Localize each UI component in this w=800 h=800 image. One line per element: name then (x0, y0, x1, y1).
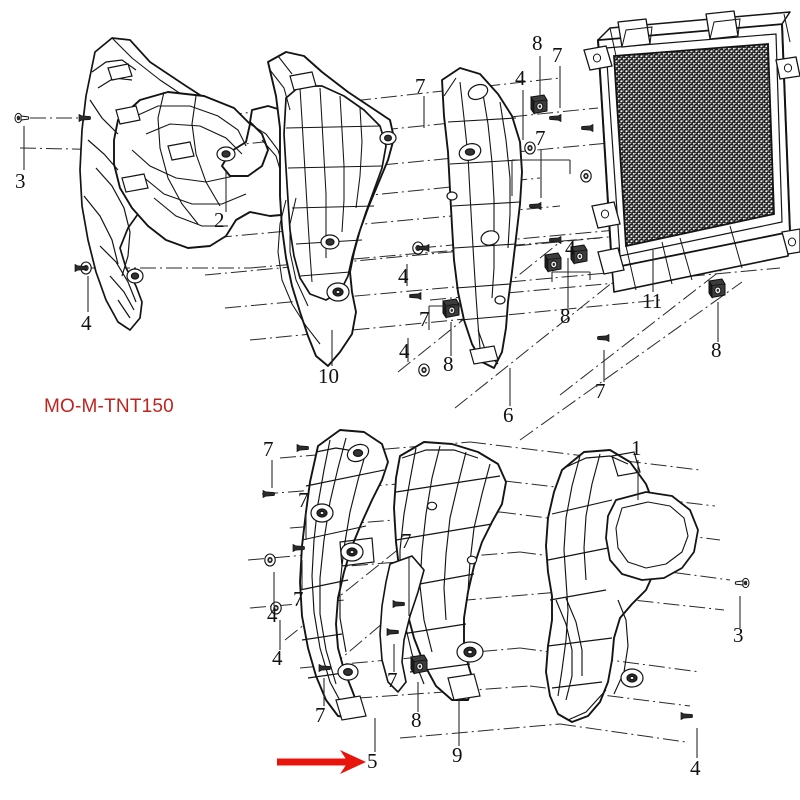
callout-ref-10: 10 (318, 364, 339, 388)
screw-7-j (262, 490, 275, 498)
screw-7-a (549, 114, 562, 122)
callout-ref-9: 9 (452, 743, 463, 767)
callout-ref-7-lower-f: 7 (401, 529, 412, 553)
red-pointer-arrow (277, 750, 366, 774)
clip-8-radright (708, 278, 726, 298)
callout-ref-4-radiator: 4 (565, 236, 576, 260)
callout-ref-8-upper-mid: 8 (443, 352, 454, 376)
grommet-4-radiator (580, 169, 592, 183)
callout-ref-5: 5 (367, 749, 378, 773)
screw-7-b (581, 124, 594, 132)
clip-8-lower (410, 654, 428, 674)
part-10-mount-bosses (289, 71, 397, 302)
screw-3-right (734, 577, 750, 589)
callout-ref-4-bottom-right: 4 (690, 756, 701, 780)
callout-ref-7-mid: 7 (419, 307, 430, 331)
callout-ref-7-lower-e: 7 (387, 668, 398, 692)
part-6-center-support (441, 67, 523, 369)
callout-ref-7-top-left: 7 (415, 74, 426, 98)
grommet-4-lowerleft (264, 553, 276, 567)
screw-7-g (597, 334, 610, 342)
callout-ref-4-lower-left2: 4 (272, 646, 283, 670)
callout-ref-7-lower-a: 7 (263, 437, 274, 461)
callout-ref-7-radiator: 7 (535, 126, 546, 150)
part-10-ribs (269, 55, 383, 345)
part-5-mount-bosses (310, 443, 375, 721)
part-1-scoop (605, 491, 699, 581)
model-code-label: MO-M-TNT150 (44, 396, 174, 417)
callout-ref-4-upper-mid: 4 (398, 264, 409, 288)
part-1-inner (547, 453, 629, 721)
clip-8-midupper (442, 298, 460, 318)
part-11-radiator-assembly (583, 10, 800, 293)
screw-3-left (14, 112, 30, 124)
callout-ref-2: 2 (214, 208, 225, 232)
callout-ref-4-left: 4 (81, 311, 92, 335)
grommet-4-upper-mid2 (418, 363, 430, 377)
callout-ref-7-top-right: 7 (552, 43, 563, 67)
callout-ref-7-right: 7 (595, 379, 606, 403)
callout-ref-4-lower-left: 4 (267, 603, 278, 627)
callout-ref-1: 1 (631, 436, 642, 460)
part-1-mount-bosses (611, 451, 644, 688)
callout-ref-3-left: 3 (15, 169, 26, 193)
clip-8-top (530, 94, 548, 114)
callout-ref-11: 11 (642, 289, 663, 313)
callout-ref-8-top: 8 (532, 31, 543, 55)
part-9-mount-bosses (426, 501, 484, 701)
callout-ref-3-right: 3 (733, 623, 744, 647)
part-2-lower-arm (83, 59, 137, 319)
callout-ref-8-radiator-left: 8 (560, 304, 571, 328)
part-2-mount-bosses (107, 63, 236, 284)
callout-ref-4-top: 4 (515, 66, 526, 90)
clip-8-radleft (544, 252, 562, 272)
part-6-mount-bosses (446, 83, 506, 365)
callout-ref-7-lower-c: 7 (293, 587, 304, 611)
callout-ref-7-lower-b: 7 (298, 488, 309, 512)
screw-7-i (296, 444, 309, 452)
callout-ref-4-upper-mid2: 4 (399, 339, 410, 363)
grommet-4-top (524, 141, 536, 155)
part-9-side-flange (379, 555, 425, 693)
callout-ref-8-lower: 8 (411, 708, 422, 732)
callout-ref-8-radiator-right: 8 (711, 338, 722, 362)
callout-ref-6: 6 (503, 403, 514, 427)
callout-leader-lines (23, 56, 741, 758)
part-10-shell (283, 85, 387, 301)
screw-7-o (680, 712, 693, 720)
screw-7-f (409, 292, 422, 300)
callout-ref-7-lower-d: 7 (315, 703, 326, 727)
